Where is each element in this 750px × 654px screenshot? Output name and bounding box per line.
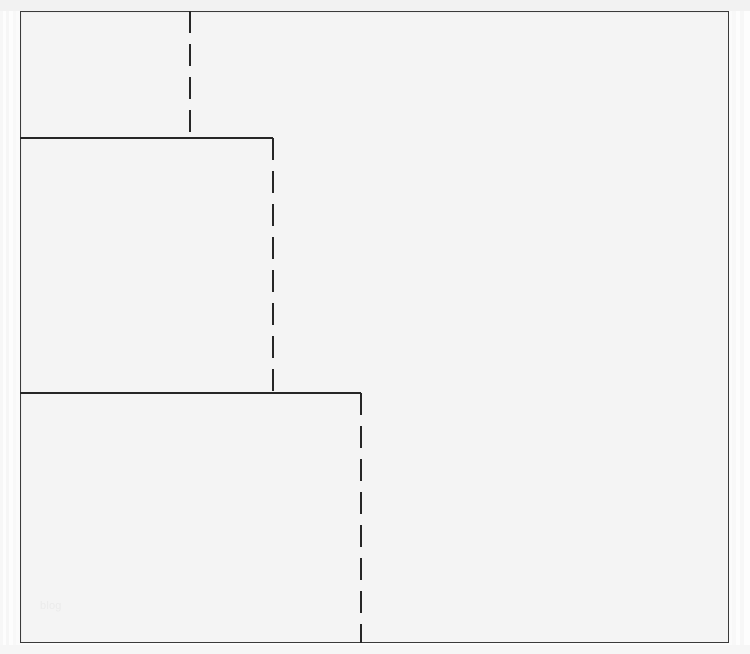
top-margin-band bbox=[0, 0, 750, 11]
step-lines-group bbox=[20, 11, 362, 643]
watermark-label: blog bbox=[40, 600, 62, 612]
bottom-margin-band bbox=[0, 645, 750, 654]
plot-frame bbox=[20, 11, 729, 643]
